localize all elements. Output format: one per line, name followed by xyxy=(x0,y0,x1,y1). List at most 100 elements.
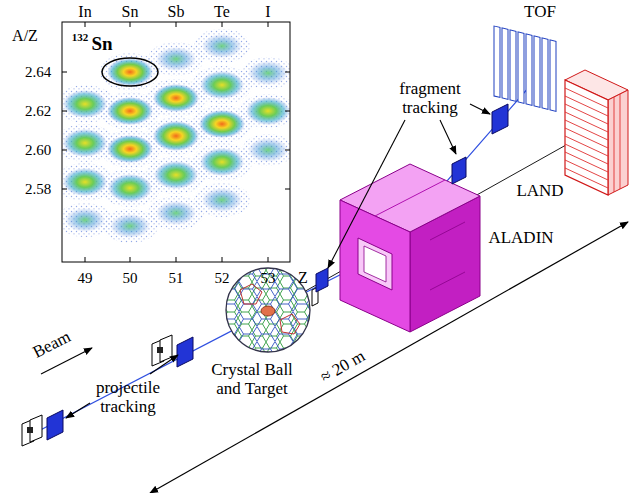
crystal-ball xyxy=(224,266,314,356)
axis-ticks xyxy=(222,22,223,27)
tof-wall xyxy=(534,36,540,107)
distance-arrow xyxy=(150,222,628,493)
land-detector xyxy=(565,112,608,132)
plot-area xyxy=(62,22,290,262)
crystal-ball xyxy=(240,284,300,334)
element-label: Sb xyxy=(168,3,185,21)
tick-label: 51 xyxy=(169,270,184,287)
low-yield-blob xyxy=(65,208,105,232)
leader-arrow xyxy=(66,403,90,418)
medium-yield-blob xyxy=(63,90,107,118)
aladin-magnet xyxy=(375,180,445,216)
medium-yield-blob xyxy=(154,161,198,189)
high-yield-blob xyxy=(107,97,153,125)
scatter-speckle xyxy=(240,94,290,128)
fragment-tracker xyxy=(312,268,328,306)
scatter-speckle xyxy=(194,29,250,63)
tof-wall xyxy=(542,38,548,109)
tick-label: 2.58 xyxy=(25,181,51,198)
low-yield-blob xyxy=(156,47,196,71)
scatter-speckle xyxy=(242,57,290,89)
axis-ticks xyxy=(176,257,177,262)
leader-arrow xyxy=(470,104,490,114)
axis-ticks xyxy=(268,22,269,27)
crystal-ball xyxy=(224,266,314,356)
leader-arrow xyxy=(328,120,405,268)
high-yield-blob xyxy=(107,135,153,163)
land-detector xyxy=(565,168,608,188)
element-label: In xyxy=(78,3,91,21)
fragment-tracker xyxy=(316,268,328,292)
medium-yield-blob xyxy=(63,168,107,196)
tick-label: 2.60 xyxy=(25,142,51,159)
distance-label: ≈ 20 m xyxy=(317,347,368,387)
land-detector xyxy=(565,104,608,124)
medium-yield-blob xyxy=(63,71,290,202)
leader-arrow xyxy=(440,120,456,154)
isotope-label: Sn xyxy=(91,34,112,55)
low-yield-blob xyxy=(202,34,242,58)
land-detector xyxy=(565,160,608,180)
scatter-speckle xyxy=(62,29,290,243)
aladin-magnet xyxy=(430,222,465,240)
tick-label: 2.62 xyxy=(25,103,51,120)
projectile-tracker xyxy=(157,347,163,353)
tick-label: 52 xyxy=(215,270,230,287)
tick-label: 2.64 xyxy=(25,64,51,81)
beam-label: Beam xyxy=(30,328,74,363)
land-detector xyxy=(565,70,628,195)
fragment-tracker xyxy=(492,104,508,134)
high-yield-blob xyxy=(107,58,245,163)
tick-label: 49 xyxy=(78,270,93,287)
axis-ticks xyxy=(62,72,67,73)
aladin-magnet xyxy=(364,246,386,282)
land-detector xyxy=(620,94,621,189)
fragment-tracker xyxy=(452,157,466,184)
crystal-ball xyxy=(224,266,314,356)
axis-ticks xyxy=(285,111,290,112)
axis-ticks xyxy=(222,257,223,262)
scatter-speckle xyxy=(242,134,290,166)
tof-wall xyxy=(526,34,532,105)
element-label: Te xyxy=(214,3,230,21)
detector-label: Crystal Ball and Target xyxy=(204,361,300,398)
medium-yield-blob xyxy=(108,174,152,202)
projectile-tracker xyxy=(22,410,63,446)
tof-wall xyxy=(518,32,524,103)
land-detector xyxy=(565,136,608,156)
low-yield-blob xyxy=(248,61,288,85)
axis-ticks xyxy=(62,22,290,262)
aladin-magnet xyxy=(430,272,465,290)
low-yield-blob xyxy=(156,201,196,225)
identification-plot xyxy=(55,22,296,262)
axis-ticks xyxy=(62,189,67,190)
detector-label: projectile tracking xyxy=(86,379,170,416)
scatter-speckle xyxy=(194,183,250,217)
tof-wall xyxy=(502,28,508,99)
land-detector xyxy=(565,88,620,192)
medium-yield-blob xyxy=(200,71,244,99)
land-detector xyxy=(565,88,608,108)
detector-label: LAND xyxy=(516,182,563,201)
high-yield-blob xyxy=(153,84,199,112)
element-label: I xyxy=(265,3,270,21)
leader-arrow xyxy=(150,355,178,374)
plot-frame xyxy=(62,22,290,262)
axis-ticks xyxy=(268,257,269,262)
land-detector xyxy=(565,80,608,195)
low-yield-blob xyxy=(110,214,150,238)
detector-label: ALADIN xyxy=(488,229,553,248)
tof-wall xyxy=(550,40,556,111)
tof-wall xyxy=(494,26,500,97)
selection-ellipse xyxy=(102,58,158,86)
axis-ticks xyxy=(85,257,86,262)
tof-wall xyxy=(510,30,516,101)
tof-wall xyxy=(494,26,556,111)
axis-ticks xyxy=(285,150,290,151)
crystal-ball xyxy=(224,266,314,356)
land-detector xyxy=(608,90,628,195)
element-label: Sn xyxy=(122,3,139,21)
axis-ticks xyxy=(176,22,177,27)
mass-number: 132 xyxy=(72,31,89,43)
